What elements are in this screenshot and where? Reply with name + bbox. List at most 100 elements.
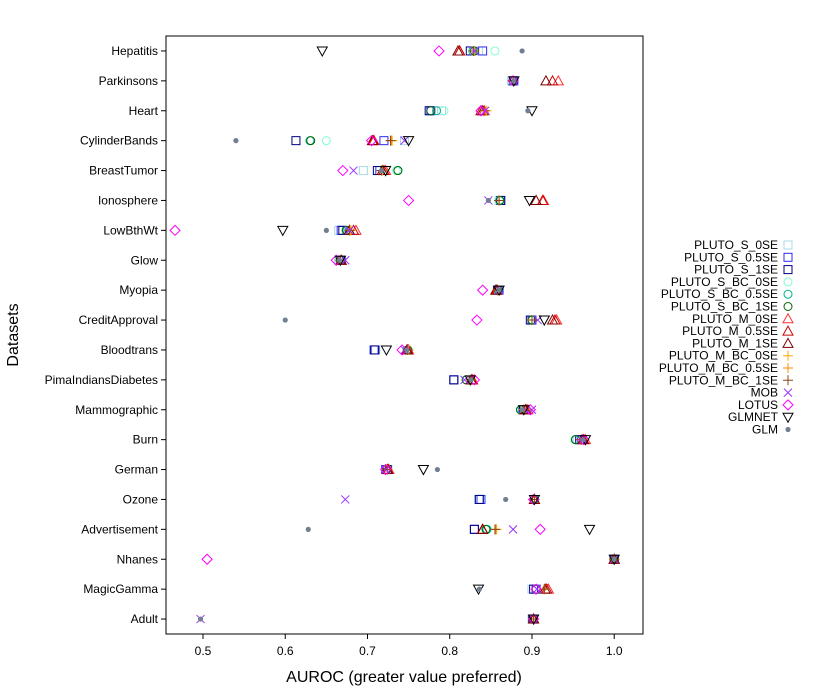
y-tick-label: German <box>115 463 158 477</box>
data-point <box>452 44 464 56</box>
legend-symbol <box>783 252 793 262</box>
series-LOTUS <box>169 45 590 625</box>
data-point <box>393 166 403 176</box>
legend-label: PLUTO_M_0SE <box>692 312 778 326</box>
legend-label: PLUTO_S_BC_0SE <box>671 275 778 289</box>
series-PLUTO_M_BC_0.5SE <box>335 45 620 625</box>
data-point <box>306 136 316 146</box>
x-tick-label: 0.7 <box>359 644 376 658</box>
x-tick-label: 0.5 <box>195 644 212 658</box>
legend-symbol <box>783 265 793 275</box>
data-point <box>434 466 440 473</box>
legend-symbol <box>783 388 793 397</box>
legend: PLUTO_S_0SEPLUTO_S_0.5SEPLUTO_S_1SEPLUTO… <box>659 238 794 437</box>
data-point <box>439 106 449 116</box>
legend-symbol <box>785 426 791 433</box>
legend-label: LOTUS <box>738 398 778 412</box>
legend-label: PLUTO_M_1SE <box>692 336 778 350</box>
data-point <box>523 195 536 207</box>
data-point <box>460 375 469 385</box>
data-point <box>503 496 509 503</box>
data-point <box>528 494 541 506</box>
series-PLUTO_S_BC_0.5SE <box>305 46 619 624</box>
legend-label: PLUTO_S_0SE <box>694 238 778 252</box>
data-point <box>291 136 301 146</box>
y-tick-label: Nhanes <box>117 552 158 566</box>
y-tick-label: MagicGamma <box>83 582 158 596</box>
data-point <box>485 197 491 204</box>
series-PLUTO_M_BC_1SE <box>335 45 620 625</box>
data-point <box>546 314 559 325</box>
data-point <box>469 524 479 534</box>
data-point <box>276 225 289 237</box>
legend-symbol <box>783 289 793 299</box>
data-point <box>449 375 459 385</box>
y-tick-label: Advertisement <box>81 522 158 536</box>
y-tick-label: Ionosphere <box>98 193 158 207</box>
data-point <box>432 106 442 116</box>
data-point <box>476 586 482 592</box>
data-point <box>530 583 542 595</box>
data-point <box>525 108 531 114</box>
legend-label: PLUTO_S_1SE <box>694 263 778 277</box>
data-point <box>197 616 204 622</box>
series-MOB <box>196 46 619 624</box>
y-tick-label: Myopia <box>119 283 158 297</box>
y-tick-label: Glow <box>131 253 159 267</box>
legend-label: PLUTO_S_0.5SE <box>684 250 778 264</box>
y-tick-label: PimaIndiansDiabetes <box>45 373 158 387</box>
data-point <box>476 284 489 296</box>
data-point <box>426 106 436 116</box>
data-point <box>540 74 552 86</box>
legend-symbol <box>782 412 794 424</box>
legend-label: GLM <box>752 423 778 437</box>
series-PLUTO_S_0SE <box>334 46 619 624</box>
data-point <box>526 315 537 326</box>
data-point <box>349 166 358 175</box>
data-point <box>527 405 537 415</box>
data-point <box>469 524 479 534</box>
data-point <box>494 195 505 206</box>
data-point <box>201 553 213 565</box>
data-point <box>496 287 502 293</box>
y-tick-label: Hepatitis <box>111 44 158 58</box>
legend-label: GLMNET <box>728 410 779 424</box>
y-tick-label: Adult <box>131 612 159 626</box>
series-PLUTO_S_BC_1SE <box>306 46 619 624</box>
y-tick-label: Ozone <box>123 492 159 506</box>
data-point <box>475 105 487 117</box>
data-point <box>365 134 378 147</box>
data-point <box>578 433 590 446</box>
data-point <box>337 164 349 177</box>
data-point <box>490 46 500 56</box>
data-point <box>305 526 311 532</box>
data-point <box>379 463 392 476</box>
data-point <box>417 465 430 476</box>
data-point <box>233 138 239 144</box>
y-tick-label: Mammographic <box>75 403 158 417</box>
legend-symbol <box>782 312 794 324</box>
legend-label: PLUTO_M_BC_1SE <box>669 373 778 387</box>
data-point <box>529 584 539 594</box>
data-point <box>489 524 500 535</box>
series-GLMNET <box>276 46 621 626</box>
x-axis-label: AUROC (greater value preferred) <box>286 669 522 686</box>
y-tick-label: Heart <box>129 104 159 118</box>
legend-symbol <box>782 337 794 348</box>
y-tick-label: CreditApproval <box>79 313 158 327</box>
data-point <box>358 166 368 176</box>
series-PLUTO_S_0.5SE <box>336 46 619 624</box>
data-point <box>530 194 542 205</box>
data-point <box>449 375 459 385</box>
y-axis-label: Datasets <box>5 303 22 366</box>
data-point <box>470 46 479 56</box>
data-point <box>538 315 551 327</box>
data-point <box>323 227 329 233</box>
series-PLUTO_S_1SE <box>291 46 619 624</box>
legend-symbol <box>783 363 793 373</box>
data-point <box>169 224 181 237</box>
legend-symbol <box>783 302 793 311</box>
legend-symbol <box>782 399 794 411</box>
